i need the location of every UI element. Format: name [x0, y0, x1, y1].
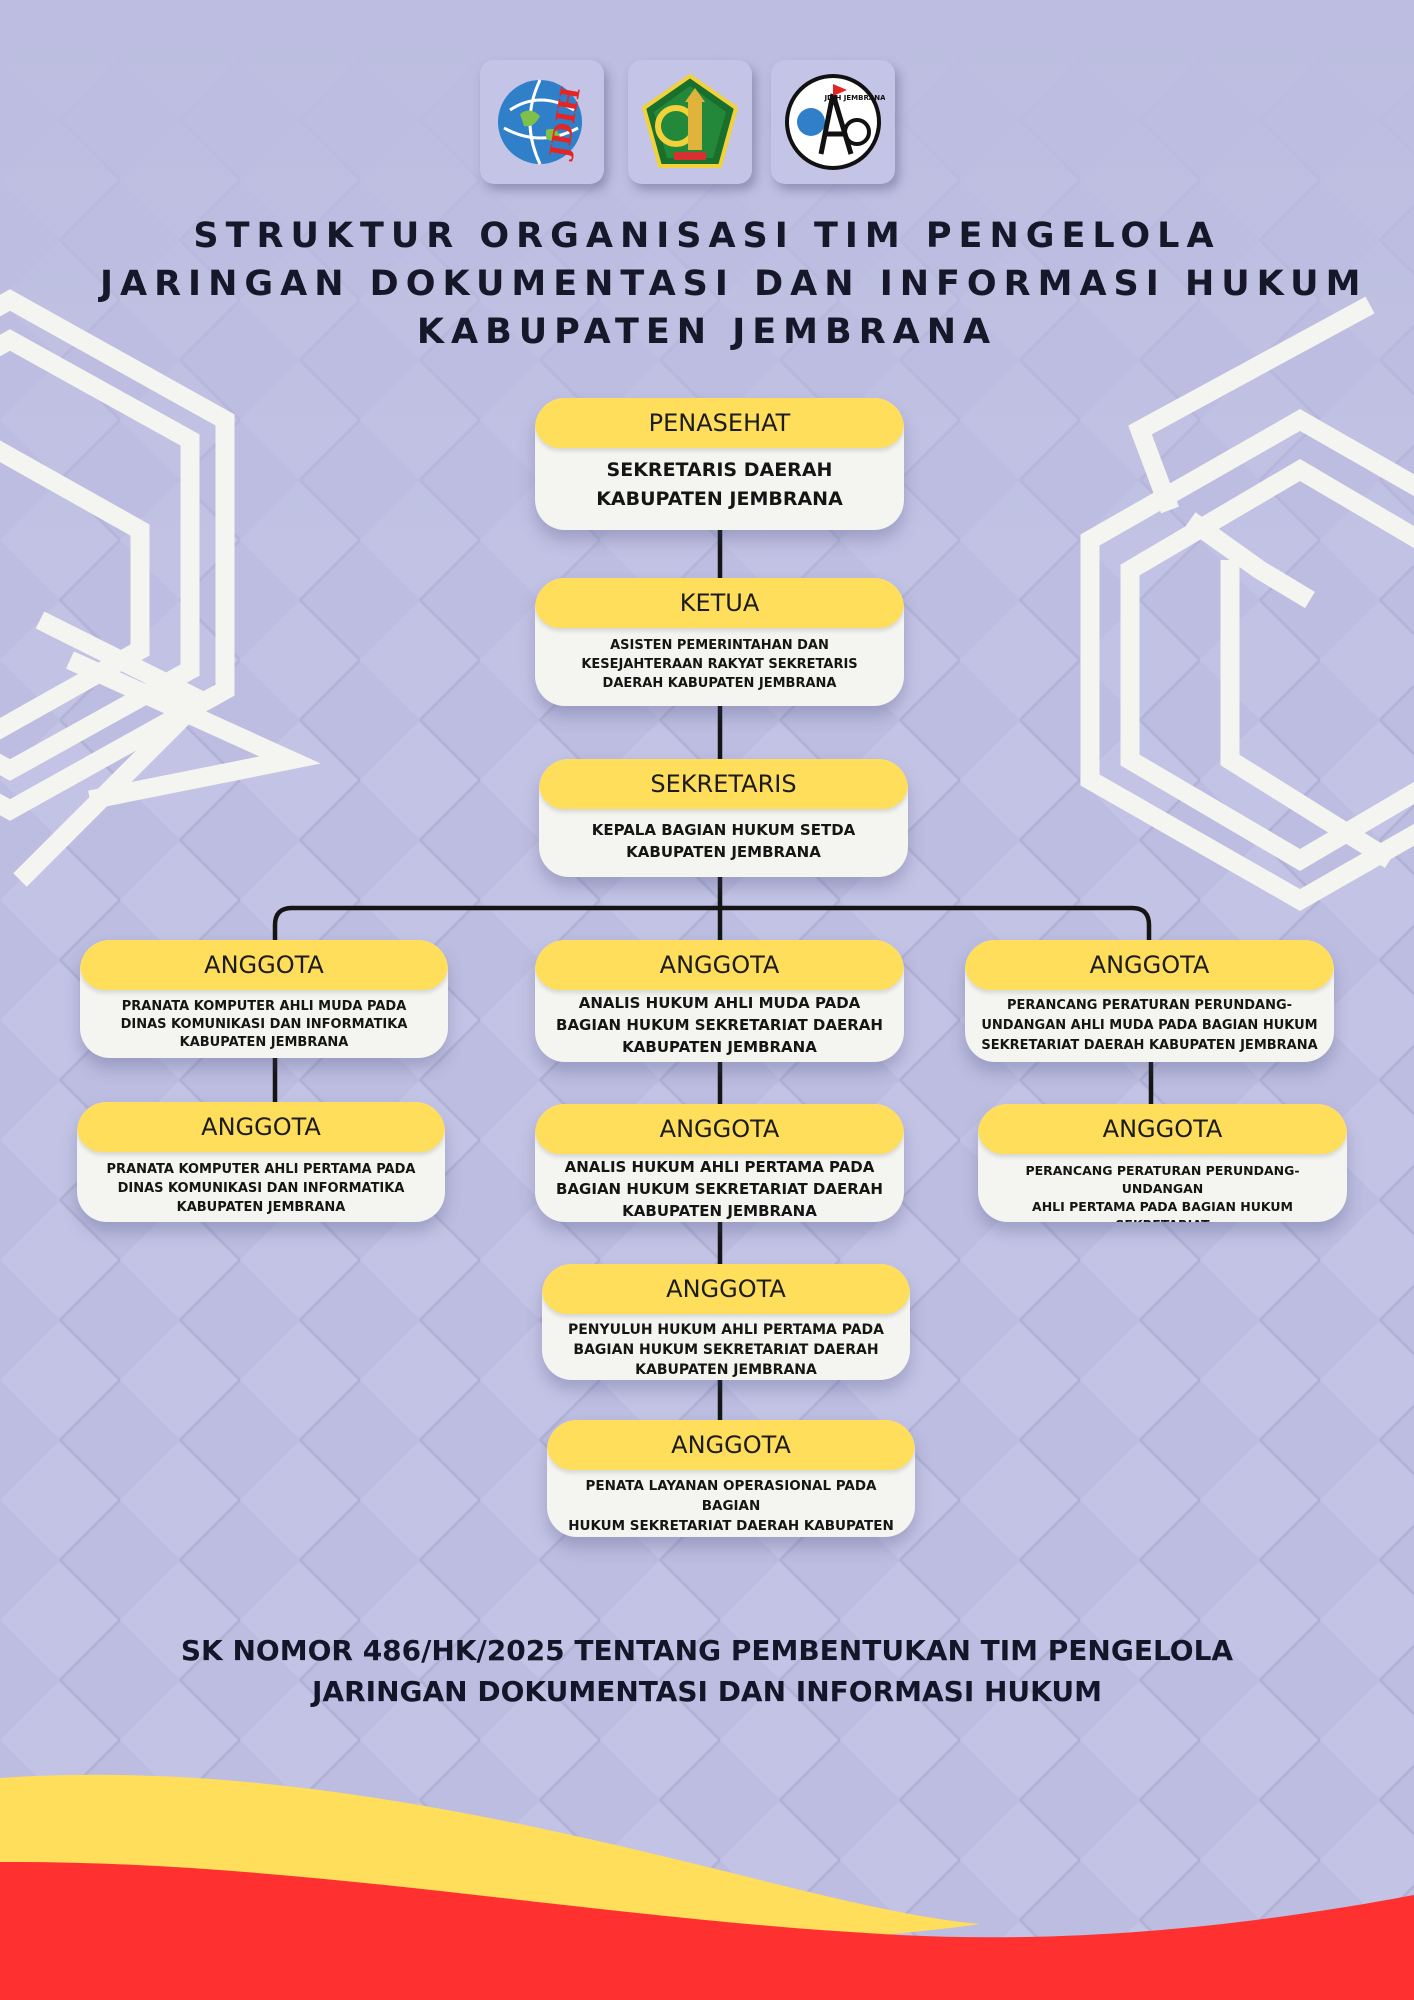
page-title: STRUKTUR ORGANISASI TIM PENGELOLA JARING… [100, 212, 1368, 356]
position-text: PRANATA KOMPUTER AHLI PERTAMA PADA DINAS… [106, 1162, 416, 1215]
org-box-anggota-5: ANGGOTA ANALIS HUKUM AHLI PERTAMA PADA B… [535, 1104, 904, 1222]
globe-icon: JDIH [498, 79, 587, 165]
position-text: PENYULUH HUKUM AHLI PERTAMA PADA BAGIAN … [567, 1322, 885, 1378]
position-text: ASISTEN PEMERINTAHAN DAN KESEJAHTERAAN R… [581, 638, 858, 691]
title-line-3: KABUPATEN JEMBRANA [416, 312, 998, 352]
org-box-sekretaris: SEKRETARIS KEPALA BAGIAN HUKUM SETDA KAB… [539, 759, 908, 877]
org-box-anggota-1: ANGGOTA PRANATA KOMPUTER AHLI MUDA PADA … [80, 940, 448, 1058]
left-hexagon-decoration [0, 289, 321, 887]
position-text: ANALIS HUKUM AHLI PERTAMA PADA BAGIAN HU… [556, 1158, 883, 1220]
role-label: ANGGOTA [535, 1104, 904, 1154]
jdih-jembrana-mark-icon: JDIH JEMBRANA [785, 74, 885, 170]
red-wave [0, 1861, 1414, 2000]
jdih-logo: JDIH [480, 60, 604, 184]
org-box-anggota-6: ANGGOTA PERANCANG PERATURAN PERUNDANG-UN… [978, 1104, 1347, 1222]
role-label: SEKRETARIS [539, 759, 908, 809]
role-label: ANGGOTA [535, 940, 904, 990]
shield-emblem-icon [641, 73, 739, 168]
role-label: ANGGOTA [80, 940, 448, 990]
org-box-anggota-8: ANGGOTA PENATA LAYANAN OPERASIONAL PADA … [547, 1420, 915, 1537]
jembrana-emblem [628, 60, 752, 184]
position-text: ANALIS HUKUM AHLI MUDA PADA BAGIAN HUKUM… [556, 994, 883, 1056]
role-label: ANGGOTA [978, 1104, 1347, 1154]
role-label: KETUA [535, 578, 904, 628]
position-text: PERANCANG PERATURAN PERUNDANG-UNDANGAN A… [1025, 1163, 1300, 1222]
role-label: ANGGOTA [542, 1264, 910, 1314]
title-line-1: STRUKTUR ORGANISASI TIM PENGELOLA [193, 216, 1221, 256]
connector-branch-horizontal [272, 905, 1152, 940]
title-line-2: JARINGAN DOKUMENTASI DAN INFORMASI HUKUM [100, 264, 1368, 304]
org-box-anggota-3: ANGGOTA PERANCANG PERATURAN PERUNDANG- U… [965, 940, 1334, 1062]
org-box-anggota-4: ANGGOTA PRANATA KOMPUTER AHLI PERTAMA PA… [77, 1102, 445, 1222]
footer-line-1: SK NOMOR 486/HK/2025 TENTANG PEMBENTUKAN… [180, 1634, 1234, 1667]
footer-line-2: JARINGAN DOKUMENTASI DAN INFORMASI HUKUM [312, 1675, 1102, 1708]
position-text: PRANATA KOMPUTER AHLI MUDA PADA DINAS KO… [120, 999, 408, 1050]
role-label: PENASEHAT [535, 398, 904, 448]
position-text: PENATA LAYANAN OPERASIONAL PADA BAGIAN H… [568, 1478, 894, 1534]
role-label: ANGGOTA [965, 940, 1334, 990]
role-label: ANGGOTA [547, 1420, 915, 1470]
role-label: ANGGOTA [77, 1102, 445, 1152]
jdih-jembrana-logo-text: JDIH JEMBRANA [823, 94, 885, 102]
position-text: KEPALA BAGIAN HUKUM SETDA KABUPATEN JEMB… [591, 821, 856, 861]
org-box-anggota-7: ANGGOTA PENYULUH HUKUM AHLI PERTAMA PADA… [542, 1264, 910, 1380]
org-box-anggota-2: ANGGOTA ANALIS HUKUM AHLI MUDA PADA BAGI… [535, 940, 904, 1062]
position-text: SEKRETARIS DAERAH KABUPATEN JEMBRANA [596, 459, 843, 510]
org-box-ketua: KETUA ASISTEN PEMERINTAHAN DAN KESEJAHTE… [535, 578, 904, 706]
right-hexagon-decoration [1080, 296, 1414, 911]
decree-footer: SK NOMOR 486/HK/2025 TENTANG PEMBENTUKAN… [100, 1630, 1314, 1712]
org-box-penasehat: PENASEHAT SEKRETARIS DAERAH KABUPATEN JE… [535, 398, 904, 530]
position-text: PERANCANG PERATURAN PERUNDANG- UNDANGAN … [981, 998, 1318, 1053]
jdih-jembrana-logo: JDIH JEMBRANA [771, 60, 895, 184]
